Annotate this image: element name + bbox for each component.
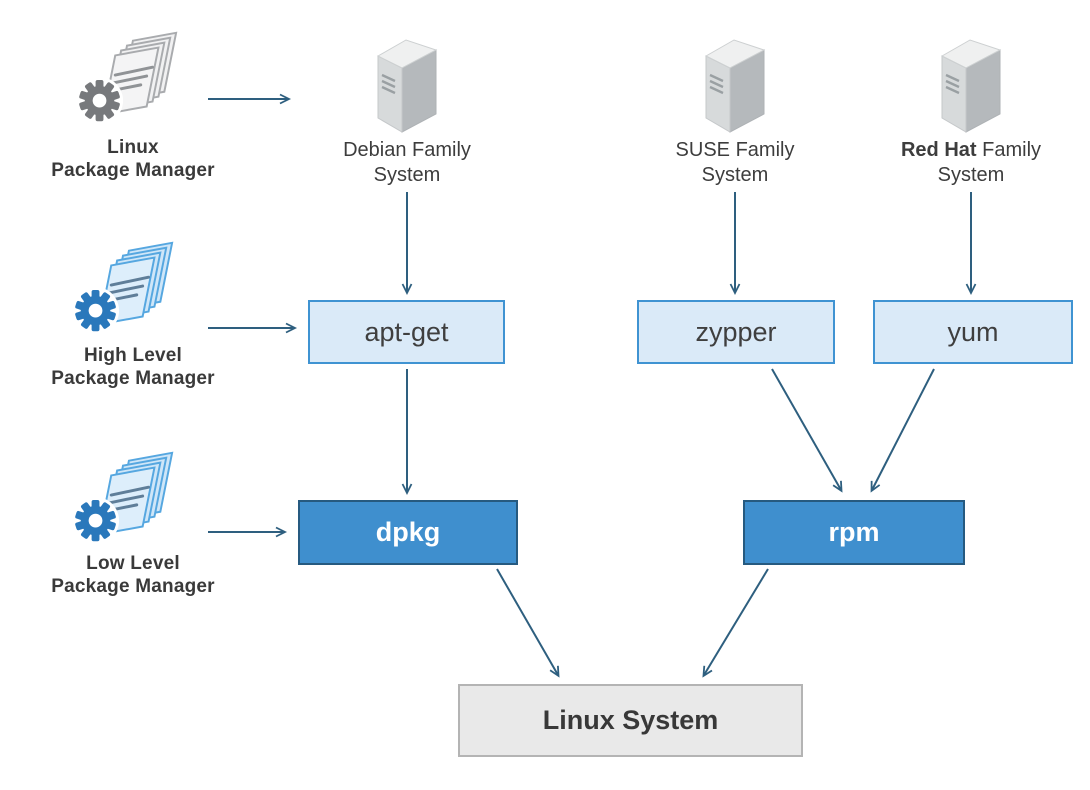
- node-dpkg: dpkg: [298, 500, 518, 565]
- family-label-line1: SUSE Family: [640, 138, 830, 163]
- edge-zypper-to-rpm: [771, 368, 843, 493]
- package-stack-gray-icon: [75, 31, 178, 125]
- package-stack-blue-icon: [71, 451, 174, 545]
- family-name-emphasis: Red Hat: [900, 139, 977, 161]
- family-name: SUSE Family: [675, 139, 795, 161]
- legend-label-line2: Package Manager: [51, 576, 215, 597]
- edge-rpm-to-linux-system: [702, 568, 769, 678]
- node-apt-get: apt-get: [308, 300, 505, 364]
- node-zypper: zypper: [637, 300, 835, 364]
- legend-label: Linux Package Manager: [13, 136, 253, 182]
- server-icon: [940, 39, 1002, 133]
- legend-label-line2: Package Manager: [51, 160, 215, 181]
- node-yum: yum: [873, 300, 1073, 364]
- server-icon: [376, 39, 438, 133]
- legend-label-line2: Package Manager: [51, 368, 215, 389]
- family-label-line1: Red Hat Family: [876, 138, 1066, 163]
- edge-dpkg-to-linux-system: [496, 568, 560, 678]
- family-label-line2: System: [937, 164, 1005, 186]
- family-label: SUSE Family System: [640, 138, 830, 188]
- family-label: Red Hat Family System: [876, 138, 1066, 188]
- legend-label: High Level Package Manager: [13, 344, 253, 390]
- family-name: Family: [976, 139, 1042, 161]
- family-label-line1: Debian Family: [312, 138, 502, 163]
- node-linux-system: Linux System: [458, 684, 803, 757]
- family-label-line2: System: [701, 164, 769, 186]
- server-icon: [704, 39, 766, 133]
- edge-yum-to-rpm: [870, 368, 935, 493]
- family-label: Debian Family System: [312, 138, 502, 188]
- package-stack-blue-icon: [71, 241, 174, 335]
- legend-label: Low Level Package Manager: [13, 552, 253, 598]
- family-label-line2: System: [373, 164, 441, 186]
- node-rpm: rpm: [743, 500, 965, 565]
- legend-label-line1: Linux: [107, 137, 159, 158]
- family-name: Debian Family: [343, 139, 471, 161]
- legend-label-line1: High Level: [83, 345, 183, 366]
- legend-label-line1: Low Level: [86, 553, 180, 574]
